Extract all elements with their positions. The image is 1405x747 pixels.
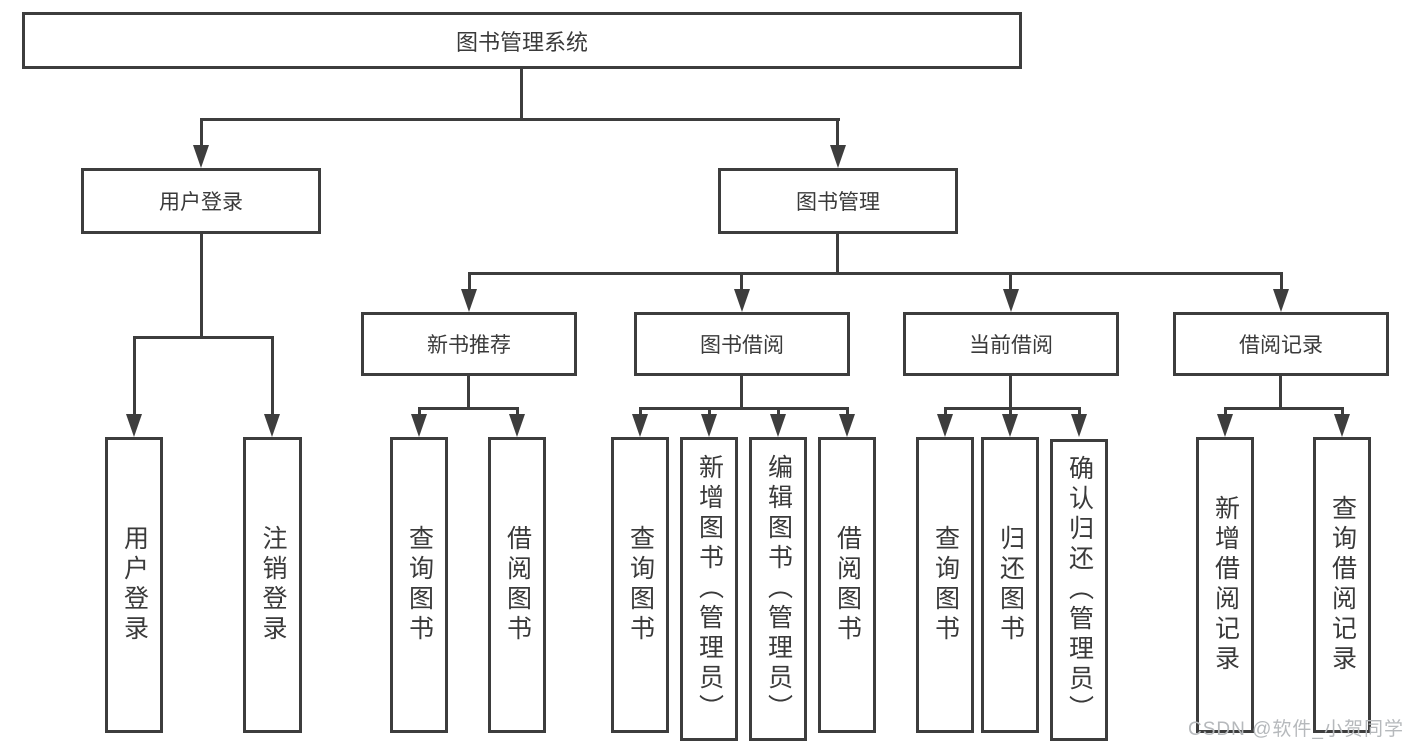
connector-line	[516, 407, 519, 415]
connector-line	[944, 407, 1081, 410]
leaf-query-books-recommend: 查询图书	[390, 437, 448, 733]
connector-line	[200, 118, 203, 146]
arrowhead-down	[839, 414, 855, 437]
connector-line	[1341, 407, 1344, 415]
arrowhead-down	[632, 414, 648, 437]
node-current-borrowing: 当前借阅	[903, 312, 1119, 376]
leaf-user-login-label: 用户登录	[120, 525, 149, 645]
connector-line	[1009, 407, 1012, 415]
connector-line	[944, 407, 947, 415]
arrowhead-down	[734, 289, 750, 312]
connector-line	[639, 407, 849, 410]
leaf-logout: 注销登录	[243, 437, 302, 733]
node-current-borrowing-label: 当前借阅	[969, 334, 1053, 357]
arrowhead-down	[461, 289, 477, 312]
connector-line	[1224, 407, 1227, 415]
watermark: CSDN @软件_小贺同学	[1188, 719, 1404, 740]
connector-line	[468, 272, 1282, 275]
leaf-return-books-label: 归还图书	[996, 525, 1025, 645]
leaf-query-books-current: 查询图书	[916, 437, 974, 733]
leaf-confirm-return-admin: 确认归还（管理员）	[1050, 439, 1108, 741]
leaf-confirm-return-admin-label: 确认归还（管理员）	[1065, 455, 1094, 725]
connector-line	[520, 68, 523, 118]
leaf-edit-books-admin: 编辑图书（管理员）	[749, 437, 807, 741]
leaf-query-borrow-record: 查询借阅记录	[1313, 437, 1371, 733]
arrowhead-down	[1217, 414, 1233, 437]
arrowhead-down	[770, 414, 786, 437]
connector-line	[1009, 272, 1012, 290]
leaf-add-borrow-record: 新增借阅记录	[1196, 437, 1254, 733]
leaf-add-books-admin-label: 新增图书（管理员）	[695, 454, 724, 724]
connector-line	[1078, 407, 1081, 415]
arrowhead-down	[1334, 414, 1350, 437]
node-book-management: 图书管理	[718, 168, 958, 234]
arrowhead-down	[126, 414, 142, 437]
node-new-book-recommend-label: 新书推荐	[427, 334, 511, 357]
arrowhead-down	[701, 414, 717, 437]
connector-line	[1279, 376, 1282, 407]
arrowhead-down	[1071, 414, 1087, 437]
leaf-logout-label: 注销登录	[259, 525, 287, 645]
node-library-system: 图书管理系统	[22, 12, 1022, 69]
connector-line	[467, 376, 470, 407]
node-new-book-recommend: 新书推荐	[361, 312, 577, 376]
connector-line	[271, 336, 274, 414]
node-borrowing-records-label: 借阅记录	[1239, 334, 1323, 357]
connector-line	[200, 118, 840, 121]
node-book-borrowing-label: 图书借阅	[700, 334, 784, 357]
connector-line	[1280, 272, 1283, 290]
connector-line	[740, 272, 743, 290]
connector-line	[468, 272, 471, 290]
connector-line	[740, 376, 743, 407]
leaf-return-books: 归还图书	[981, 437, 1039, 733]
leaf-query-borrow-record-label: 查询借阅记录	[1328, 495, 1357, 675]
node-book-borrowing: 图书借阅	[634, 312, 850, 376]
connector-line	[846, 407, 849, 415]
leaf-borrow-books-recommend-label: 借阅图书	[503, 525, 532, 645]
connector-line	[418, 407, 519, 410]
connector-line	[418, 407, 421, 415]
connector-line	[133, 336, 136, 414]
leaf-user-login: 用户登录	[105, 437, 163, 733]
arrowhead-down	[264, 414, 280, 437]
connector-line	[836, 234, 839, 272]
arrowhead-down	[1003, 289, 1019, 312]
arrowhead-down	[411, 414, 427, 437]
node-borrowing-records: 借阅记录	[1173, 312, 1389, 376]
arrowhead-down	[193, 145, 209, 168]
arrowhead-down	[509, 414, 525, 437]
node-book-management-label: 图书管理	[796, 191, 880, 214]
connector-line	[1009, 376, 1012, 407]
leaf-query-books-borrowing-label: 查询图书	[626, 525, 655, 645]
node-library-system-label: 图书管理系统	[455, 29, 588, 55]
arrowhead-down	[937, 414, 953, 437]
leaf-query-books-recommend-label: 查询图书	[405, 525, 434, 645]
leaf-add-books-admin: 新增图书（管理员）	[680, 437, 738, 741]
leaf-edit-books-admin-label: 编辑图书（管理员）	[764, 454, 793, 724]
connector-line	[777, 407, 780, 415]
connector-line	[200, 234, 203, 336]
leaf-borrow-books-recommend: 借阅图书	[488, 437, 546, 733]
arrowhead-down	[1002, 414, 1018, 437]
connector-line	[1224, 407, 1344, 410]
arrowhead-down	[1273, 289, 1289, 312]
connector-line	[708, 407, 711, 415]
leaf-add-borrow-record-label: 新增借阅记录	[1211, 495, 1240, 675]
connector-line	[639, 407, 642, 415]
leaf-borrow-books-borrowing: 借阅图书	[818, 437, 876, 733]
connector-line	[836, 118, 839, 146]
arrowhead-down	[830, 145, 846, 168]
leaf-query-books-current-label: 查询图书	[931, 525, 960, 645]
connector-line	[133, 336, 274, 339]
node-user-login: 用户登录	[81, 168, 321, 234]
node-user-login-label: 用户登录	[159, 191, 243, 214]
leaf-query-books-borrowing: 查询图书	[611, 437, 669, 733]
leaf-borrow-books-borrowing-label: 借阅图书	[833, 525, 862, 645]
